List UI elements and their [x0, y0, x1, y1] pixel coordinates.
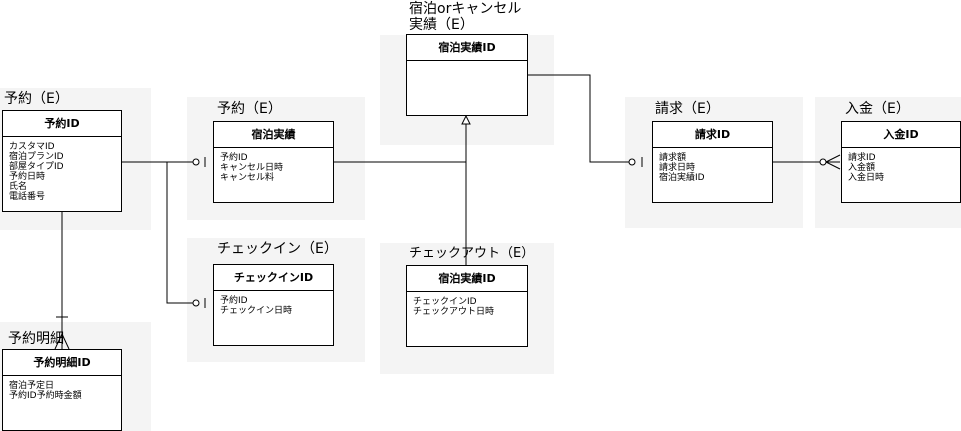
entity-stay-record: 宿泊実績 予約ID キャンセル日時 キャンセル料	[213, 121, 334, 203]
attr: 宿泊実績ID	[659, 173, 705, 183]
attr: カスタマID	[9, 142, 55, 152]
title-checkin: チェックイン（E）	[217, 241, 338, 257]
attrs-billing: 請求額 請求日時 宿泊実績ID	[653, 148, 772, 188]
title-reservation: 予約（E）	[4, 91, 69, 107]
line-reservation-checkin	[166, 162, 196, 304]
title-checkout: チェックアウト（E）	[409, 246, 535, 261]
attr: チェックインID	[413, 297, 477, 307]
pk-stay-record: 宿泊実績	[214, 122, 333, 148]
title-billing: 請求（E）	[655, 101, 720, 117]
title-stay-or-cancel: 宿泊orキャンセル 実績（E）	[409, 1, 522, 33]
generalization-arrow	[461, 114, 471, 125]
attr: 宿泊予定日	[9, 381, 55, 391]
attr: 入金額	[848, 163, 876, 173]
entity-payment: 入金ID 請求ID 入金額 入金日時	[841, 121, 961, 203]
title-stay-record: 予約（E）	[217, 101, 282, 117]
attrs-stay-record: 予約ID キャンセル日時 キャンセル料	[214, 148, 333, 188]
attrs-reservation-detail: 宿泊予定日 予約ID予約時金額	[3, 376, 121, 406]
entity-checkout: 宿泊実績ID チェックインID チェックアウト日時	[406, 265, 528, 347]
attr: キャンセル料	[220, 173, 275, 183]
entity-stay-or-cancel: 宿泊実績ID	[406, 34, 528, 116]
attr: 請求額	[659, 153, 687, 163]
cardinality-zero-billing	[628, 158, 636, 166]
entity-reservation: 予約ID カスタマID 宿泊プランID 部屋タイプID 予約日時 氏名 電話番号	[2, 110, 122, 212]
attr: 氏名	[9, 182, 28, 192]
crowsfoot-detail	[54, 333, 70, 350]
attr: 宿泊プランID	[9, 152, 64, 162]
attrs-reservation: カスタマID 宿泊プランID 部屋タイプID 予約日時 氏名 電話番号	[3, 137, 121, 207]
cardinality-zero-checkin	[192, 299, 200, 307]
entity-billing: 請求ID 請求額 請求日時 宿泊実績ID	[652, 121, 773, 203]
attr: キャンセル日時	[220, 163, 284, 173]
pk-billing: 請求ID	[653, 122, 772, 148]
attr: 予約ID予約時金額	[9, 391, 82, 401]
entity-reservation-detail: 予約明細ID 宿泊予定日 予約ID予約時金額	[2, 349, 122, 431]
attr: 入金日時	[848, 173, 885, 183]
attr: 予約日時	[9, 172, 46, 182]
attr: チェックイン日時	[220, 306, 293, 316]
attrs-payment: 請求ID 入金額 入金日時	[842, 148, 960, 188]
title-payment: 入金（E）	[845, 101, 910, 117]
attr: 予約ID	[220, 153, 248, 163]
pk-reservation-detail: 予約明細ID	[3, 350, 121, 376]
line-supertype-billing	[527, 74, 632, 163]
attr: 請求ID	[848, 153, 876, 163]
attr: 請求日時	[659, 163, 696, 173]
pk-stay-or-cancel: 宿泊実績ID	[407, 35, 527, 61]
cardinality-zero-stay-record	[192, 158, 200, 166]
pk-checkout: 宿泊実績ID	[407, 266, 527, 292]
attrs-checkin: 予約ID チェックイン日時	[214, 291, 333, 321]
title-reservation-detail: 予約明細	[8, 331, 64, 347]
pk-checkin: チェックインID	[214, 265, 333, 291]
pk-payment: 入金ID	[842, 122, 960, 148]
entity-checkin: チェックインID 予約ID チェックイン日時	[213, 264, 334, 346]
pk-reservation: 予約ID	[3, 111, 121, 137]
attrs-checkout: チェックインID チェックアウト日時	[407, 292, 527, 322]
crowsfoot-payment	[825, 154, 841, 170]
attrs-stay-or-cancel	[407, 61, 527, 71]
attr: 部屋タイプID	[9, 162, 64, 172]
cardinality-zero-payment	[819, 158, 827, 166]
attr: 電話番号	[9, 192, 46, 202]
attr: チェックアウト日時	[413, 307, 495, 317]
attr: 予約ID	[220, 296, 248, 306]
